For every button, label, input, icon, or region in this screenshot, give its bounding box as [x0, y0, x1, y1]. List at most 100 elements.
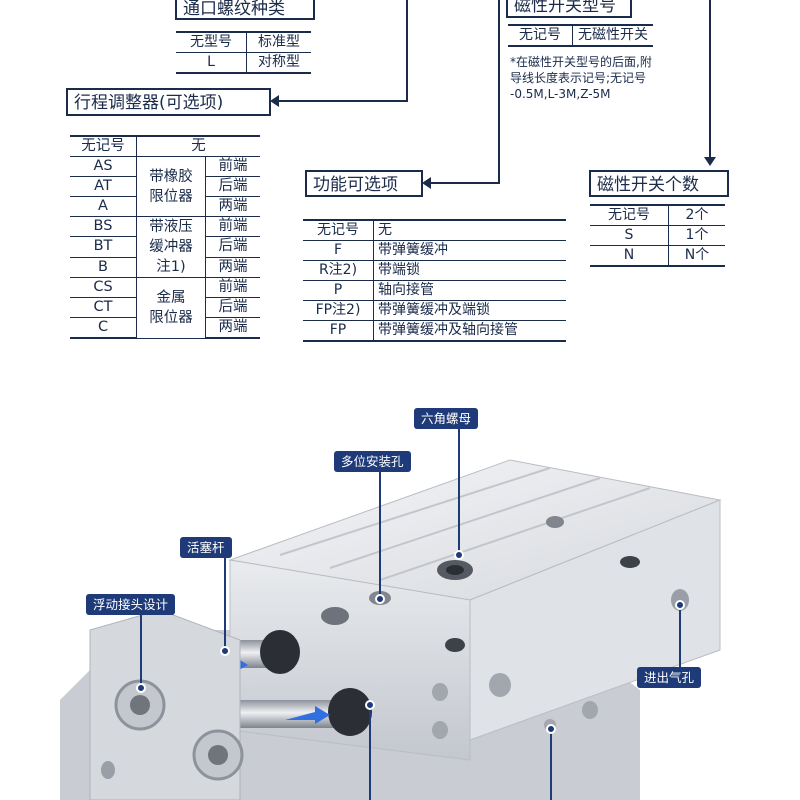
rod-bore: [328, 688, 372, 736]
function-desc: 带端锁: [373, 260, 566, 281]
adjuster-end: 两端: [205, 317, 260, 339]
function-code: F: [303, 240, 374, 261]
callout-hex-nut: 六角螺母: [414, 408, 479, 429]
switch-count-title: 磁性开关个数: [589, 170, 729, 197]
note-line: *在磁性开关型号的后面,附: [510, 55, 652, 69]
adjuster-code: AS: [70, 156, 137, 177]
switch-count-cell: N: [590, 245, 669, 267]
side-hole: [432, 683, 448, 701]
adjuster-header-code: 无记号: [70, 135, 137, 157]
function-desc: 带弹簧缓冲: [373, 240, 566, 261]
top-groove: [379, 487, 651, 581]
adjuster-end: 前端: [205, 277, 260, 298]
arrow-icon: [285, 706, 330, 724]
side-hole: [445, 638, 465, 652]
switch-model-table: 无记号 无磁性开关: [508, 24, 653, 47]
connector-line: [276, 100, 408, 102]
function-desc: 带弹簧缓冲及轴向接管: [373, 320, 566, 342]
mount-hole: [620, 556, 640, 568]
adjuster-desc: 金属 限位器: [136, 277, 206, 339]
adjuster-desc: 带橡胶 限位器: [136, 156, 206, 217]
note-line: -0.5M,L-3M,Z-5M: [510, 87, 611, 101]
connector-line: [498, 0, 500, 184]
adjuster-code: CS: [70, 277, 137, 298]
thread-type-cell: 对称型: [246, 52, 311, 74]
callout-dot: [136, 683, 146, 693]
switch-count-cell: 2个: [668, 204, 725, 226]
callout-mount-holes: 多位安装孔: [334, 451, 411, 472]
adjuster-code: BS: [70, 216, 137, 238]
mount-hole: [546, 516, 564, 528]
function-desc: 轴向接管: [373, 280, 566, 301]
hex-nut-hole-inner: [446, 565, 464, 575]
piston-rod: [210, 700, 360, 728]
function-code: P: [303, 280, 374, 301]
callout-line: [550, 728, 552, 800]
callout-dot: [365, 700, 375, 710]
switch-model-cell: 无磁性开关: [572, 24, 653, 47]
thread-type-cell: 标准型: [246, 31, 311, 53]
switch-count-cell: 无记号: [590, 204, 669, 226]
adjuster-end: 两端: [205, 257, 260, 279]
thread-type-table: 无型号 标准型 L 对称型: [176, 31, 311, 74]
plate-hole: [101, 761, 115, 779]
adjuster-end: 后端: [205, 297, 260, 318]
callout-piston-rod: 活塞杆: [180, 537, 232, 558]
callout-dot: [375, 594, 385, 604]
switch-model-note: *在磁性开关型号的后面,附 导线长度表示记号;无记号 -0.5M,L-3M,Z-…: [510, 54, 680, 102]
switch-model-cell: 无记号: [508, 24, 573, 47]
function-code: FP: [303, 320, 374, 342]
floating-joint-inner: [130, 695, 150, 715]
stroke-adjuster-title: 行程调整器(可选项): [66, 88, 271, 116]
stroke-adjuster-table: 无记号 无 AS 带橡胶 限位器 前端 AT 后端 A 两端 BS 带液压 缓冲…: [70, 135, 260, 339]
side-hole: [489, 673, 511, 697]
callout-line: [224, 557, 226, 649]
adjuster-code: CT: [70, 297, 137, 318]
arrow-head-icon: [422, 177, 431, 189]
callout-air-port: 进出气孔: [637, 667, 702, 688]
function-desc: 带弹簧缓冲及端锁: [373, 300, 566, 321]
function-options-table: 无记号 无 F 带弹簧缓冲 R注2) 带端锁 P 轴向接管 FP注2) 带弹簧缓…: [303, 219, 566, 342]
function-code: FP注2): [303, 300, 374, 321]
switch-count-cell: 1个: [668, 225, 725, 246]
function-desc: 无: [373, 219, 566, 241]
connector-line: [709, 0, 711, 158]
adjuster-header-value: 无: [136, 135, 260, 157]
mount-hole: [321, 607, 349, 625]
adjuster-code: B: [70, 257, 137, 279]
adjuster-end: 前端: [205, 216, 260, 238]
callout-line: [679, 604, 681, 668]
callout-line: [458, 428, 460, 554]
switch-count-cell: N个: [668, 245, 725, 267]
connector-line: [406, 0, 408, 101]
thread-type-cell: L: [176, 52, 247, 74]
adjuster-end: 后端: [205, 236, 260, 258]
side-hole: [432, 721, 448, 739]
rod-bore: [260, 630, 300, 674]
switch-model-title: 磁性开关型号: [506, 0, 632, 18]
arrow-head-icon: [270, 95, 279, 107]
callout-dot: [220, 646, 230, 656]
callout-line: [140, 614, 142, 686]
connector-line: [428, 182, 500, 184]
callout-dot: [546, 724, 556, 734]
callout-line: [379, 471, 381, 597]
adjuster-code: AT: [70, 176, 137, 197]
switch-count-table: 无记号 2个 S 1个 N N个: [590, 204, 725, 267]
adjuster-code: BT: [70, 236, 137, 258]
adjuster-code: C: [70, 317, 137, 339]
note-line: 导线长度表示记号;无记号: [510, 71, 647, 85]
adjuster-end: 两端: [205, 196, 260, 217]
top-groove: [329, 477, 601, 569]
callout-dot: [675, 600, 685, 610]
callout-dot: [454, 550, 464, 560]
function-code: R注2): [303, 260, 374, 281]
function-code: 无记号: [303, 219, 374, 241]
adjuster-code: A: [70, 196, 137, 217]
adjuster-desc: 带液压 缓冲器 注1): [136, 216, 206, 278]
adjuster-end: 后端: [205, 176, 260, 197]
arrow-head-icon: [704, 157, 716, 166]
top-groove: [279, 467, 551, 556]
side-hole: [582, 701, 598, 719]
thread-type-cell: 无型号: [176, 31, 247, 53]
